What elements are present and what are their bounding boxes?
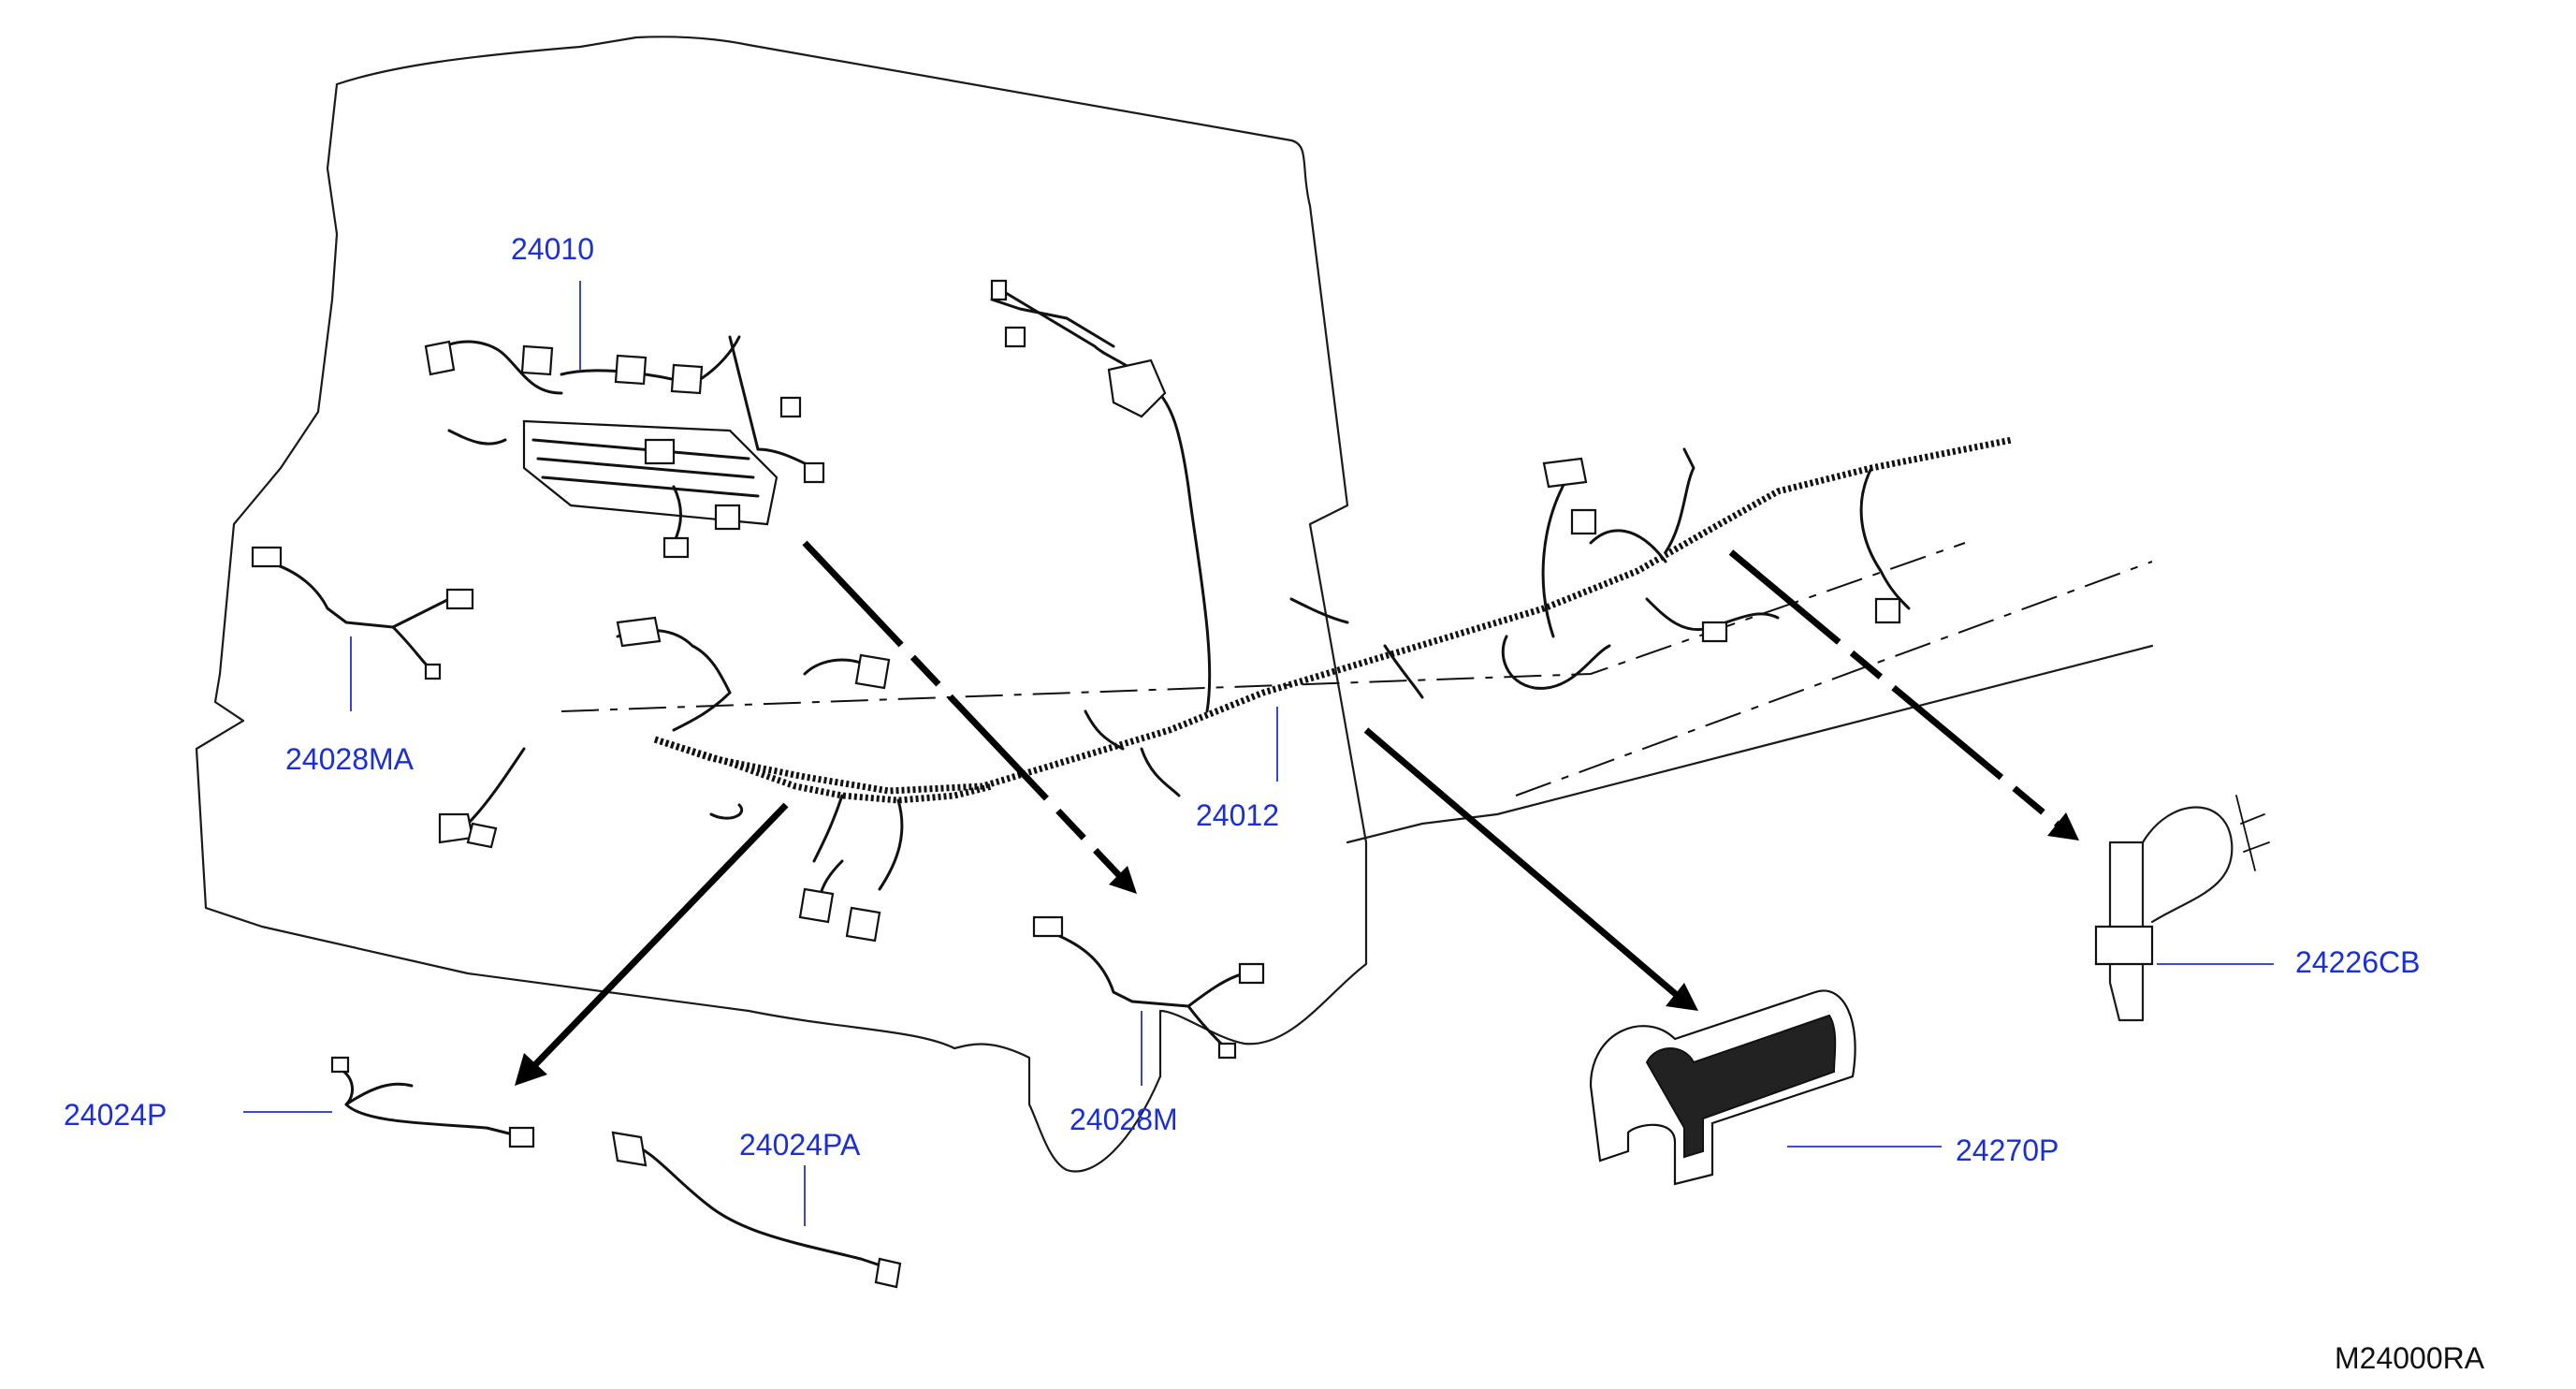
diagram-code: M24000RA — [2335, 1341, 2485, 1375]
label-24024P: 24024P — [64, 1098, 167, 1132]
sub-harness-24028MA — [251, 546, 474, 680]
label-24024PA: 24024PA — [739, 1128, 861, 1162]
label-24012: 24012 — [1196, 798, 1279, 832]
left-harness-section — [438, 616, 993, 943]
arrows — [515, 540, 2079, 1086]
clip-24226CB — [2094, 795, 2270, 1022]
label-24028M: 24028M — [1070, 1103, 1178, 1136]
sub-harness-24024P — [330, 1056, 535, 1148]
label-24226CB: 24226CB — [2295, 945, 2421, 979]
label-24270P: 24270P — [1956, 1133, 2059, 1167]
label-24028MA: 24028MA — [285, 742, 414, 776]
protector-24270P — [1589, 989, 1856, 1186]
vehicle-body-outline — [195, 36, 2154, 1173]
engine-harness-24010 — [424, 335, 825, 559]
main-harness-24012 — [653, 279, 2013, 797]
label-24010: 24010 — [511, 232, 594, 266]
sub-harness-24024PA — [611, 1131, 902, 1289]
sub-harness-24028M — [1032, 915, 1265, 1060]
leader-lines — [243, 281, 2274, 1226]
